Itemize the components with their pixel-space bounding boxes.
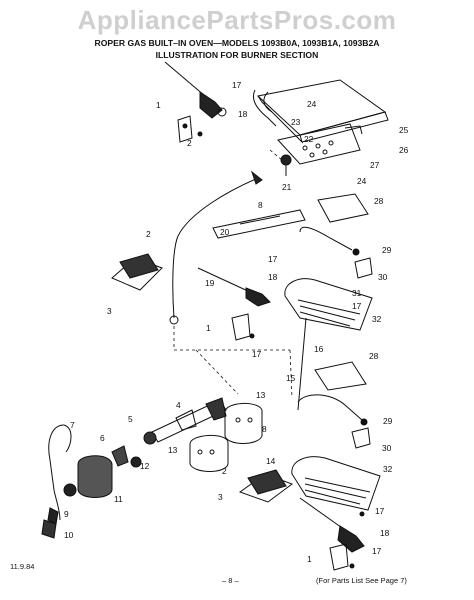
tube-lower bbox=[297, 394, 363, 421]
tube-19 bbox=[172, 177, 259, 319]
callout-10: 10 bbox=[64, 530, 74, 540]
callout-32b: 32 bbox=[383, 464, 393, 474]
callout-24: 24 bbox=[307, 99, 317, 109]
diagram-subtitle: ILLUSTRATION FOR BURNER SECTION bbox=[155, 50, 319, 60]
callout-1b: 1 bbox=[206, 323, 211, 333]
callout-17: 17 bbox=[232, 80, 242, 90]
callout-23: 23 bbox=[291, 117, 301, 127]
bracket-mid bbox=[231, 313, 251, 341]
callout-7: 7 bbox=[70, 420, 75, 430]
upper-burner-assembly bbox=[253, 79, 389, 176]
callout-17e: 17 bbox=[375, 506, 385, 516]
callout-13b: 13 bbox=[168, 445, 178, 455]
tube-16 bbox=[297, 317, 307, 411]
callout-3: 3 bbox=[107, 306, 112, 316]
footer-page-number: – 8 – bbox=[222, 576, 239, 585]
igniter bbox=[111, 445, 129, 467]
callout-29b: 29 bbox=[383, 416, 393, 426]
callout-30b: 30 bbox=[382, 443, 392, 453]
valve-assembly bbox=[189, 403, 263, 472]
callout-21: 21 bbox=[282, 182, 292, 192]
callout-18b: 18 bbox=[268, 272, 278, 282]
callout-12: 12 bbox=[140, 461, 150, 471]
callout-28b: 28 bbox=[369, 351, 379, 361]
callout-18: 18 bbox=[238, 109, 248, 119]
callout-2b: 2 bbox=[146, 229, 151, 239]
diagram-title: ROPER GAS BUILT–IN OVEN—MODELS 1093B0A, … bbox=[94, 38, 380, 48]
callout-19: 19 bbox=[205, 278, 215, 288]
callout-13: 13 bbox=[256, 390, 266, 400]
thermocouple-loop bbox=[48, 424, 72, 521]
drawing-lines bbox=[41, 61, 389, 571]
callout-4: 4 bbox=[176, 400, 181, 410]
footer-note: (For Parts List See Page 7) bbox=[316, 576, 407, 585]
shield-lower bbox=[314, 361, 367, 391]
callout-2: 2 bbox=[187, 138, 192, 148]
callout-30: 30 bbox=[378, 272, 388, 282]
callout-32: 32 bbox=[372, 314, 382, 324]
callout-20: 20 bbox=[220, 227, 230, 237]
callout-1c: 1 bbox=[307, 554, 312, 564]
callout-16: 16 bbox=[314, 344, 324, 354]
clip-30 bbox=[354, 257, 373, 279]
callout-25: 25 bbox=[399, 125, 409, 135]
part-10 bbox=[41, 519, 57, 539]
callout-3b: 3 bbox=[218, 492, 223, 502]
callout-6: 6 bbox=[100, 433, 105, 443]
callout-labels: 17 1 2 18 24 23 22 25 26 27 21 8 24 28 2… bbox=[64, 80, 409, 564]
callout-8: 8 bbox=[258, 200, 263, 210]
thermostat-bulb-lower bbox=[299, 497, 365, 553]
manifold-assembly bbox=[143, 397, 227, 445]
callout-11: 11 bbox=[114, 494, 123, 504]
callout-22: 22 bbox=[304, 134, 314, 144]
shield-upper bbox=[317, 193, 369, 223]
callout-9: 9 bbox=[64, 509, 69, 519]
clip-30-lower bbox=[351, 427, 371, 449]
lower-burner bbox=[291, 456, 381, 511]
callout-28: 28 bbox=[374, 196, 384, 206]
callout-17d: 17 bbox=[252, 349, 262, 359]
callout-2c: 2 bbox=[222, 466, 227, 476]
callout-8b: 8 bbox=[262, 424, 267, 434]
thermostat-bulb-mid bbox=[197, 267, 271, 307]
callout-17f: 17 bbox=[372, 546, 382, 556]
callout-31: 31 bbox=[352, 288, 362, 298]
callout-24b: 24 bbox=[357, 176, 367, 186]
callout-17b: 17 bbox=[268, 254, 278, 264]
callout-1: 1 bbox=[156, 100, 161, 110]
tube-upper bbox=[299, 226, 353, 251]
deflector bbox=[212, 209, 306, 239]
callout-29: 29 bbox=[382, 245, 392, 255]
thermostat-bulb-upper bbox=[164, 61, 227, 119]
callout-5: 5 bbox=[128, 414, 133, 424]
callout-18c: 18 bbox=[380, 528, 390, 538]
callout-27: 27 bbox=[370, 160, 380, 170]
callout-17c: 17 bbox=[352, 301, 362, 311]
callout-26: 26 bbox=[399, 145, 409, 155]
watermark: AppliancePartsPros.com bbox=[77, 5, 397, 35]
bracket-upper bbox=[177, 115, 193, 143]
middle-burner bbox=[284, 278, 373, 331]
footer-date: 11.9.84 bbox=[10, 562, 35, 571]
bracket-lower bbox=[329, 543, 349, 571]
callout-14: 14 bbox=[266, 456, 276, 466]
callout-15: 15 bbox=[286, 373, 296, 383]
regulator bbox=[63, 455, 113, 498]
